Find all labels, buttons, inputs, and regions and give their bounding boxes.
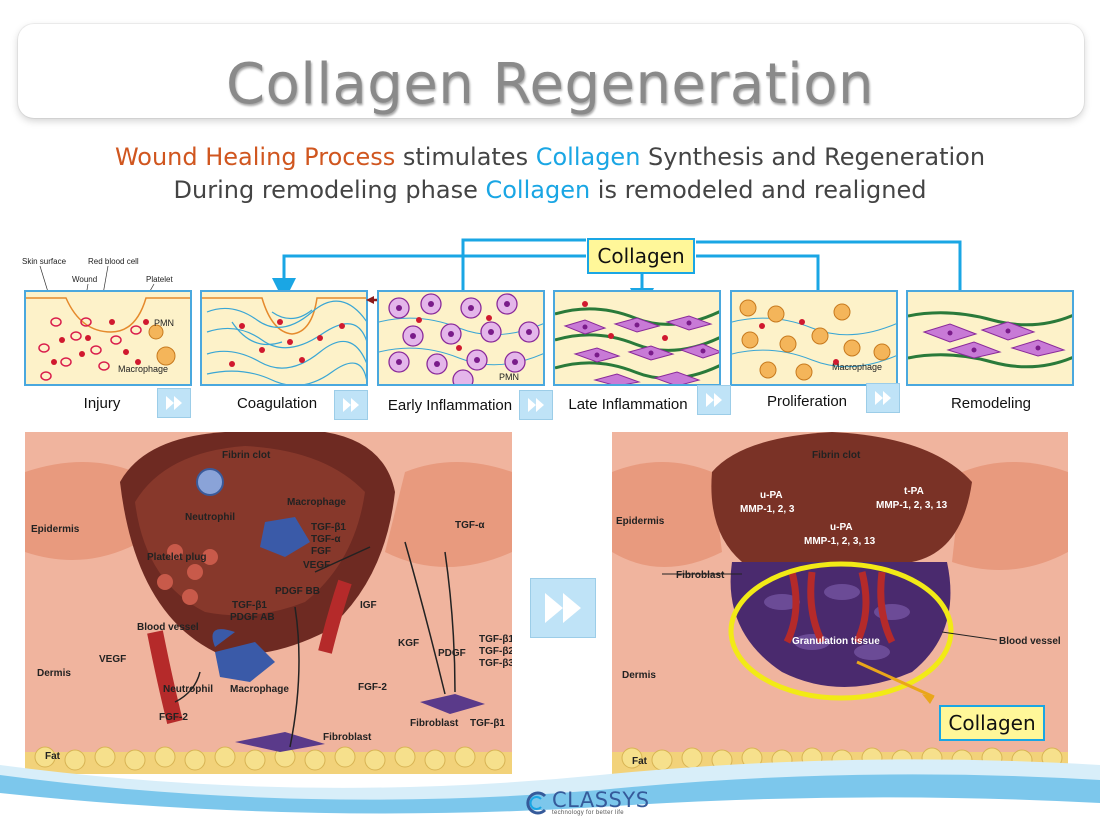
collagen-tag-bottom: Collagen [939, 705, 1045, 741]
label-pdgf-bb: PDGF BB [275, 586, 320, 597]
label-tgf-b1-b: TGF-β1 [232, 600, 267, 611]
label-r-fat: Fat [632, 756, 648, 767]
label-r-epidermis: Epidermis [616, 516, 665, 527]
stage-label-injury: Injury [83, 395, 121, 412]
fast-forward-icon [343, 398, 359, 412]
label-tgf-b1-c: TGF-β1 [470, 718, 505, 729]
subtitle-line-1: Wound Healing Process stimulates Collage… [0, 143, 1100, 171]
stage-panel-proliferation: Macrophage [730, 290, 898, 386]
next-stage-button-2[interactable] [334, 390, 368, 420]
stage-panel-injury: PMN Macrophage [24, 290, 192, 386]
stage-panel-late-inflammation [553, 290, 721, 386]
label-r-dermis: Dermis [622, 670, 656, 681]
label-red-blood-cell: Red blood cell [88, 257, 139, 266]
page-title: Collagen Regeneration [226, 52, 874, 117]
label-fat: Fat [45, 751, 61, 762]
fast-forward-icon [706, 393, 722, 407]
subtitle-wound-healing: Wound Healing Process [114, 143, 396, 171]
label-blood-vessel: Blood vessel [137, 622, 199, 633]
label-pdgf: PDGF [438, 648, 466, 659]
label-r-tpa: t-PA [904, 486, 924, 497]
label-r-upa-1: u-PA [760, 490, 783, 501]
stage-label-proliferation: Proliferation [766, 393, 848, 410]
stage-panel-coagulation [200, 290, 368, 386]
logo-tagline: technology for better life [552, 810, 624, 816]
classys-logo-icon [526, 791, 547, 815]
subtitle-text: Synthesis and Regeneration [640, 143, 986, 171]
footer-wave [0, 759, 1100, 825]
collagen-tag-top: Collagen [587, 238, 695, 274]
next-stage-button-4[interactable] [697, 385, 731, 415]
label-vegf-top: VEGF [303, 560, 330, 571]
label-neutrophil-top: Neutrophil [185, 512, 235, 523]
label-r-mmp-1: MMP-1, 2, 3 [740, 504, 795, 515]
wound-healing-illustration-left: Fibrin clot Macrophage Neutrophil Epider… [25, 432, 512, 774]
logo-name: CLASSYS [552, 788, 650, 812]
label-platelet: Platelet [146, 275, 173, 284]
label-tgf-b2-r: TGF-β2 [479, 646, 512, 657]
fast-forward-icon [528, 398, 544, 412]
label-fibroblast-b: Fibroblast [410, 718, 459, 729]
fast-forward-icon [545, 593, 581, 623]
label-igf: IGF [360, 600, 377, 611]
label-macrophage-top: Macrophage [287, 497, 346, 508]
subtitle-text: is remodeled and realigned [590, 176, 927, 204]
label-r-blood-vessel: Blood vessel [999, 636, 1061, 647]
label-kgf: KGF [398, 638, 419, 649]
subtitle-text: During remodeling phase [173, 176, 486, 204]
stage-label-remodeling: Remodeling [950, 395, 1032, 412]
label-tgf-b1: TGF-β1 [311, 522, 346, 533]
label-tgf-a-right: TGF-α [455, 520, 485, 531]
label-neutrophil: Neutrophil [163, 684, 213, 695]
stage-label-coagulation: Coagulation [236, 395, 318, 412]
label-epidermis: Epidermis [31, 524, 80, 535]
label-wound: Wound [72, 275, 97, 284]
label-r-mmp-3: MMP-1, 2, 3, 13 [804, 536, 876, 547]
stage-panel-early-inflammation: PMN [377, 290, 545, 386]
label-tgf-a: TGF-α [311, 534, 341, 545]
subtitle-collagen: Collagen [485, 176, 591, 204]
label-tgf-b3-r: TGF-β3 [479, 658, 512, 669]
label-fgf2-b: FGF-2 [159, 712, 188, 723]
classys-logo: CLASSYS technology for better life [525, 788, 650, 818]
label-vegf: VEGF [99, 654, 126, 665]
label-macrophage: Macrophage [230, 684, 289, 695]
label-tgf-b1-r: TGF-β1 [479, 634, 512, 645]
next-stage-button-5[interactable] [866, 383, 900, 413]
label-platelet-plug: Platelet plug [147, 552, 206, 563]
subtitle-collagen: Collagen [535, 143, 641, 171]
next-stage-button-3[interactable] [519, 390, 553, 420]
label-fgf2: FGF-2 [358, 682, 387, 693]
subtitle-line-2: During remodeling phase Collagen is remo… [0, 176, 1100, 204]
fast-forward-icon [875, 391, 891, 405]
next-illustration-button[interactable] [530, 578, 596, 638]
label-fibroblast: Fibroblast [323, 732, 372, 743]
title-bar [18, 24, 1084, 118]
label-macrophage: Macrophage [118, 364, 168, 374]
subtitle-text: stimulates [395, 143, 536, 171]
label-r-upa-2: u-PA [830, 522, 853, 533]
fast-forward-icon [166, 396, 182, 410]
label-pdgf-ab: PDGF AB [230, 612, 275, 623]
label-macrophage-prolif: Macrophage [832, 362, 882, 372]
next-stage-button-1[interactable] [157, 388, 191, 418]
label-pmn: PMN [154, 318, 174, 328]
injury-annotations: Skin surface Red blood cell Wound Platel… [22, 257, 173, 292]
label-fibrin-clot: Fibrin clot [222, 450, 271, 461]
label-r-granulation: Granulation tissue [792, 636, 880, 647]
label-dermis: Dermis [37, 668, 71, 679]
stage-label-late-inflammation: Late Inflammation [568, 396, 688, 413]
label-r-mmp-2: MMP-1, 2, 3, 13 [876, 500, 948, 511]
stage-panel-remodeling [906, 290, 1074, 386]
label-r-fibrin-clot: Fibrin clot [812, 450, 861, 461]
label-fgf: FGF [311, 546, 331, 557]
label-r-fibroblast: Fibroblast [676, 570, 725, 581]
label-pmn-early: PMN [499, 372, 519, 382]
label-skin-surface: Skin surface [22, 257, 67, 266]
stage-label-early-inflammation: Early Inflammation [387, 397, 513, 414]
